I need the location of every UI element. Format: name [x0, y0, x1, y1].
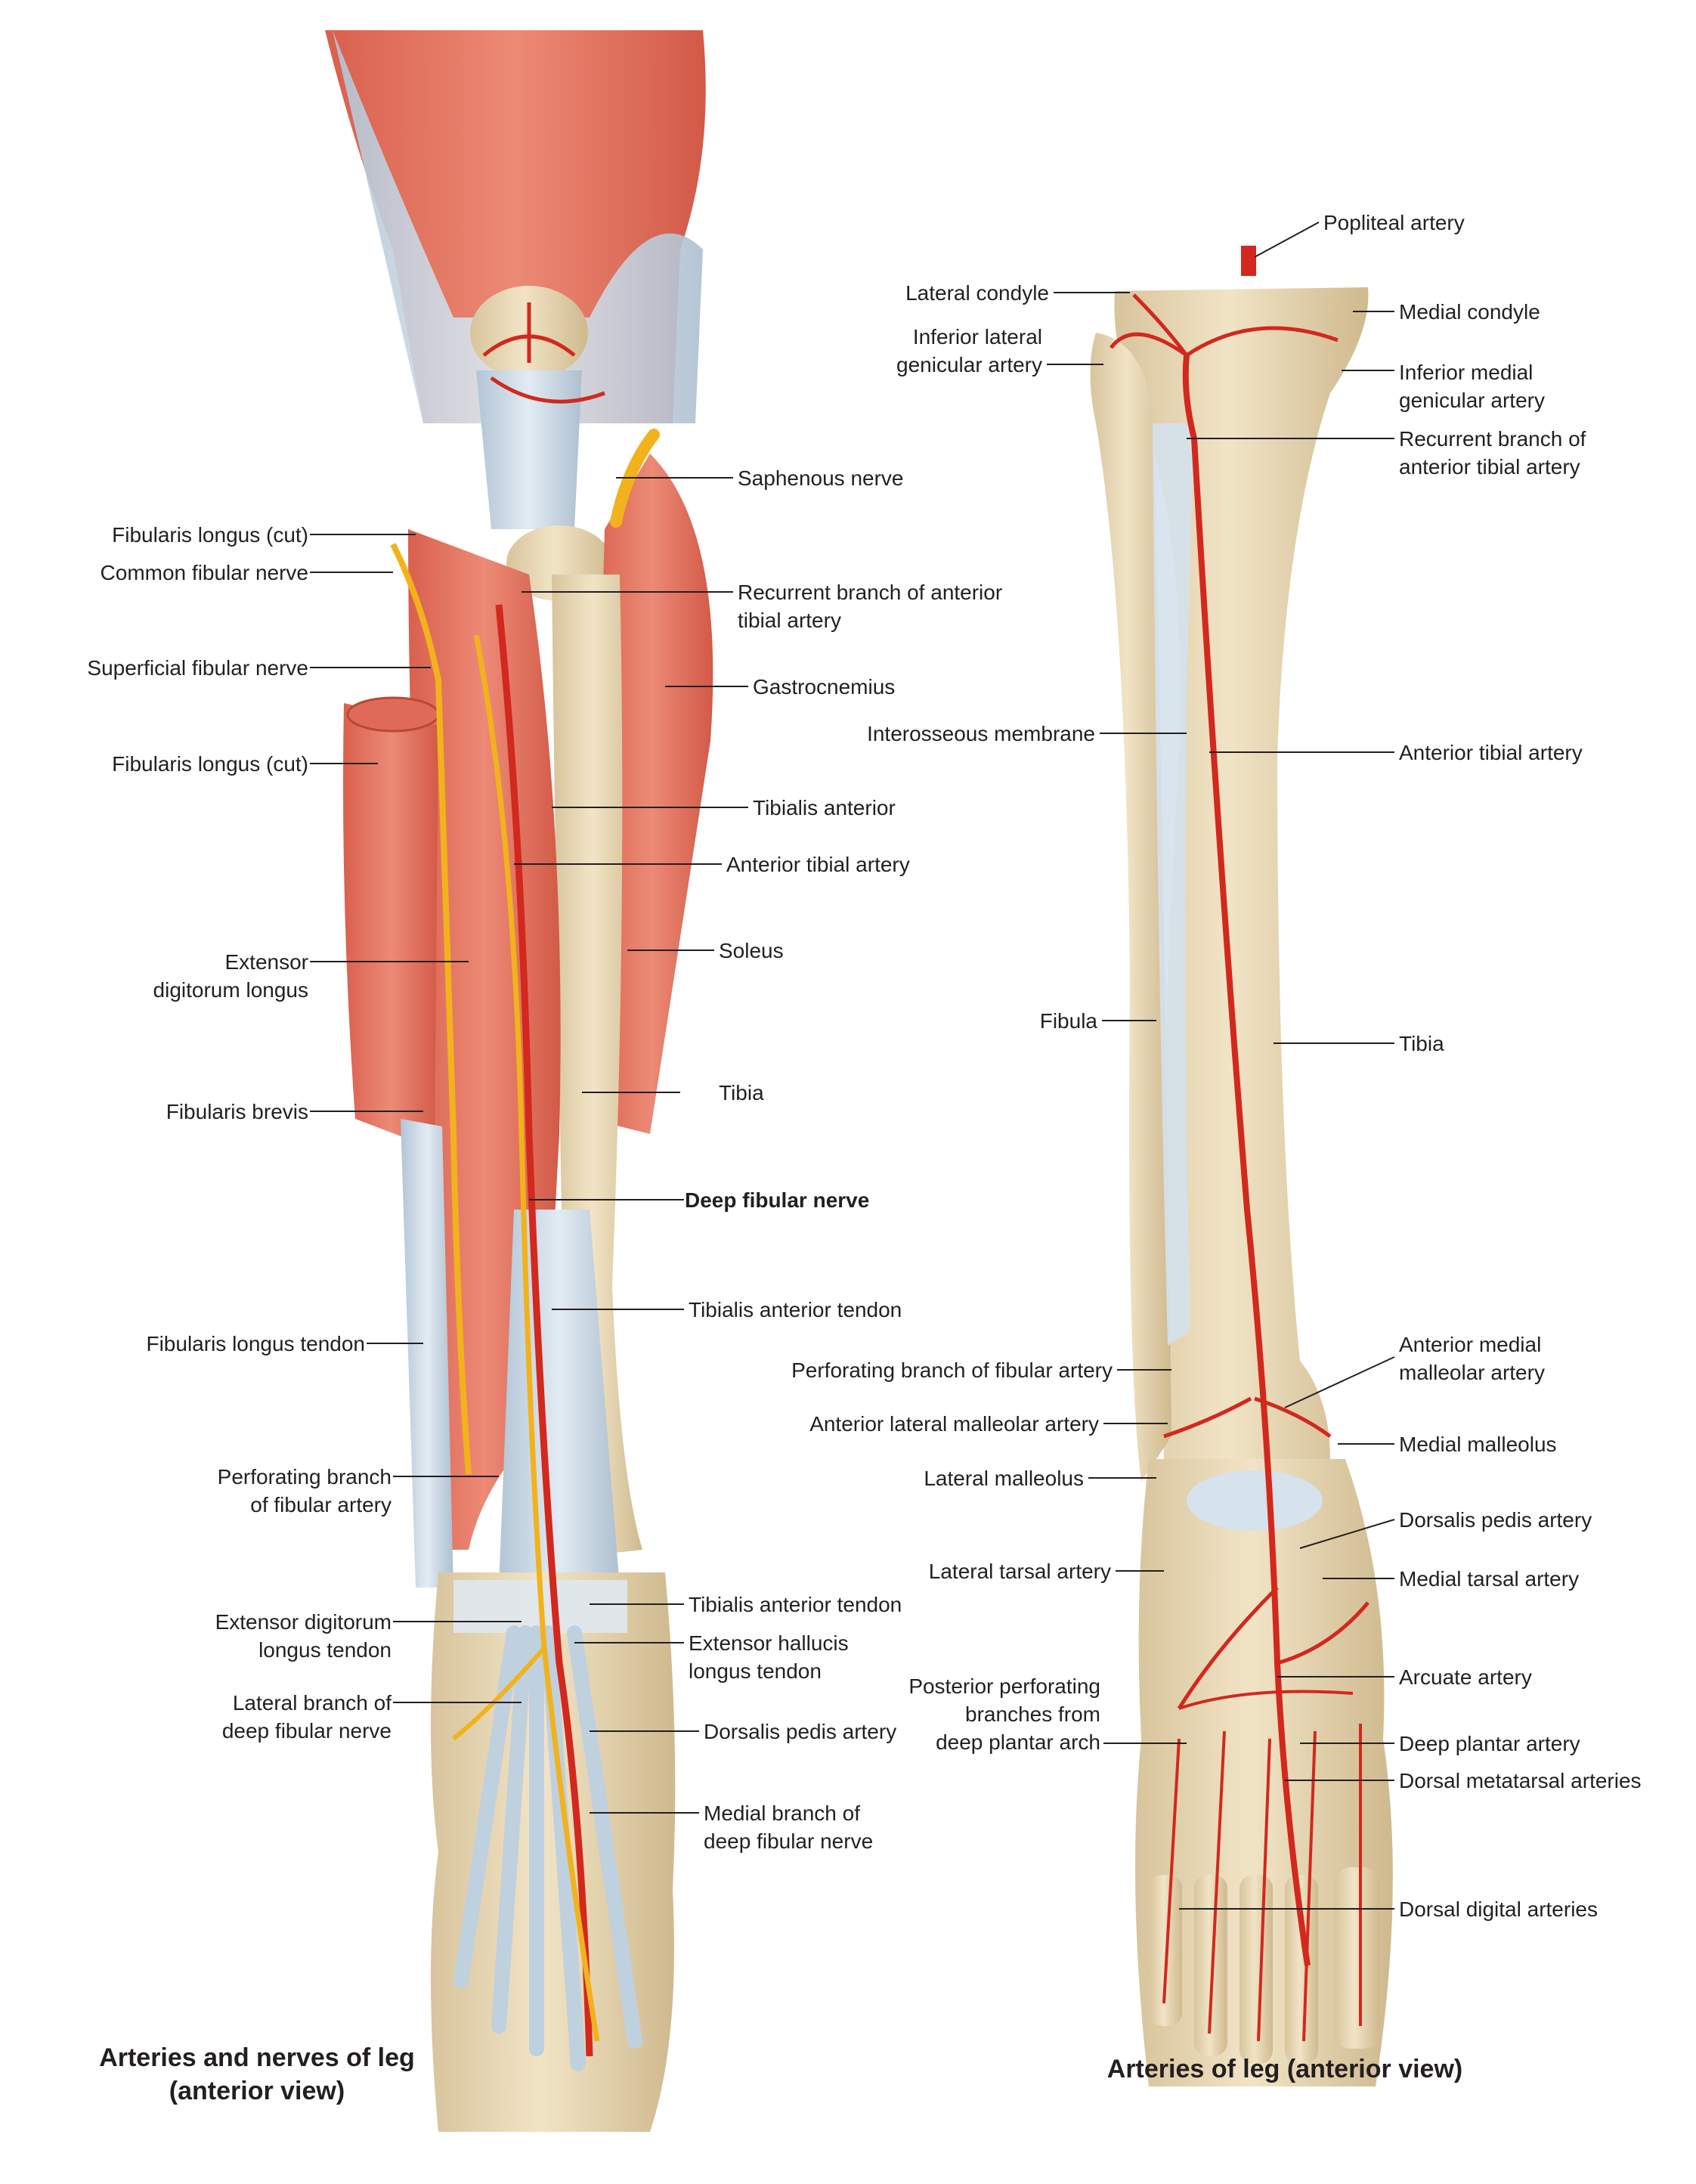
- label-interosseous-membrane: Interosseous membrane: [867, 722, 1095, 745]
- anterior-tibial-artery-left: [495, 604, 593, 2057]
- leader-lines: [310, 221, 1395, 1910]
- label-tibia-right: Tibia: [1399, 1032, 1444, 1055]
- label-fibularis-brevis: Fibularis brevis: [166, 1100, 308, 1123]
- label-anterior-tibial-artery-left: Anterior tibial artery: [726, 853, 910, 876]
- malleolar-arteries-right: [1163, 1396, 1369, 1710]
- label-popliteal-artery: Popliteal artery: [1323, 211, 1465, 234]
- label-dorsal-metatarsal-arteries: Dorsal metatarsal arteries: [1399, 1769, 1642, 1792]
- fibularis-longus-tendon: [401, 1119, 453, 1588]
- talus-cartilage: [1187, 1470, 1323, 1531]
- patellar-ligament: [476, 370, 582, 529]
- fibularis-longus-cut-surface: [346, 696, 440, 733]
- fibula-bone: [1090, 333, 1171, 1482]
- popliteal-artery-stub: [1241, 246, 1256, 276]
- label-medial-condyle: Medial condyle: [1399, 300, 1540, 324]
- saphenous-nerve: [610, 429, 660, 528]
- label-lateral-tarsal-artery: Lateral tarsal artery: [928, 1560, 1111, 1583]
- label-tibia-left: Tibia: [719, 1081, 764, 1104]
- label-anterior-tibial-artery-right: Anterior tibial artery: [1399, 741, 1583, 764]
- left-leg-figure: [325, 30, 713, 2132]
- label-arcuate-artery: Arcuate artery: [1399, 1665, 1532, 1689]
- label-deep-plantar-artery: Deep plantar artery: [1399, 1732, 1580, 1755]
- interosseous-membrane-shape: [1153, 423, 1194, 1346]
- label-anterior-lateral-malleolar: Anterior lateral malleolar artery: [809, 1412, 1099, 1436]
- label-superficial-fibular-nerve: Superficial fibular nerve: [87, 656, 308, 680]
- label-gastrocnemius: Gastrocnemius: [753, 675, 896, 699]
- label-fibularis-longus-cut-1: Fibularis longus (cut): [112, 523, 308, 547]
- caption-left-figure: Arteries and nerves of leg(anterior view…: [99, 2043, 415, 2105]
- label-fibularis-longus-tendon: Fibularis longus tendon: [146, 1332, 365, 1355]
- caption-right-figure: Arteries of leg (anterior view): [1106, 2055, 1463, 2083]
- label-lateral-condyle: Lateral condyle: [905, 281, 1049, 305]
- label-soleus: Soleus: [719, 939, 784, 962]
- common-fibular-nerve: [390, 543, 472, 1475]
- anterior-tibial-artery-right: [1182, 355, 1311, 1966]
- genicular-arteries-left: [482, 302, 605, 404]
- label-fibula: Fibula: [1039, 1009, 1097, 1033]
- label-dorsalis-pedis-artery-right: Dorsalis pedis artery: [1399, 1508, 1592, 1532]
- label-common-fibular-nerve: Common fibular nerve: [100, 561, 308, 584]
- lateral-branch-nerve: [452, 1647, 546, 1741]
- deep-fibular-nerve: [473, 634, 600, 2042]
- quadriceps-tendon: [333, 30, 703, 423]
- label-tibialis-anterior-tendon-1: Tibialis anterior tendon: [689, 1298, 902, 1321]
- label-medial-tarsal-artery: Medial tarsal artery: [1399, 1567, 1580, 1591]
- label-lateral-malleolus: Lateral malleolus: [924, 1467, 1084, 1490]
- label-fibularis-longus-cut-2: Fibularis longus (cut): [112, 752, 308, 776]
- label-tibialis-anterior: Tibialis anterior: [753, 796, 896, 819]
- label-deep-fibular-nerve: Deep fibular nerve: [685, 1188, 870, 1212]
- foot-bones: [431, 1572, 676, 2132]
- label-tibialis-anterior-tendon-2: Tibialis anterior tendon: [689, 1593, 902, 1616]
- right-leg-figure: [1090, 246, 1393, 2086]
- knee-arteries-right: [1110, 293, 1339, 358]
- label-dorsalis-pedis-artery-left: Dorsalis pedis artery: [704, 1720, 897, 1743]
- label-perforating-branch-right: Perforating branch of fibular artery: [791, 1358, 1113, 1382]
- fibularis-longus-cut: [343, 703, 438, 1149]
- metatarsal-arteries-right: [1162, 1690, 1362, 2042]
- label-medial-malleolus: Medial malleolus: [1399, 1433, 1557, 1456]
- label-dorsal-digital-arteries: Dorsal digital arteries: [1399, 1897, 1598, 1921]
- label-saphenous-nerve: Saphenous nerve: [738, 466, 904, 490]
